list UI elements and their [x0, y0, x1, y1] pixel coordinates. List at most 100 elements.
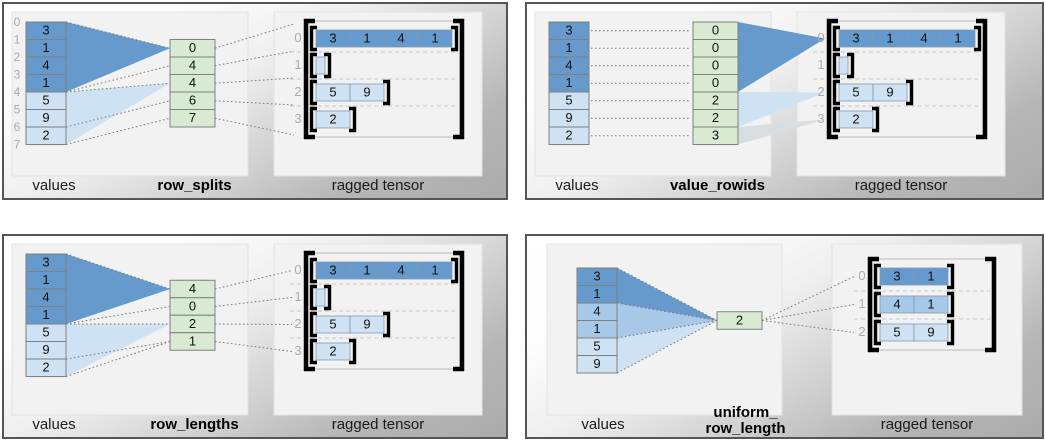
ragged-caption: ragged tensor [332, 416, 425, 433]
ragged-cell-label: 3 [329, 30, 336, 45]
row-bracket-close [451, 25, 459, 52]
encoding-cell-label: 1 [189, 333, 196, 348]
values-caption: values [581, 416, 624, 433]
ragged-cell-label: 4 [397, 262, 404, 277]
values-cell-label: 5 [42, 325, 49, 340]
ragged-cell-label: 1 [927, 296, 934, 311]
outer-bracket [985, 256, 997, 353]
values-index-label: 3 [14, 68, 21, 82]
outer-bracket [453, 250, 465, 372]
ragged-cell [838, 110, 874, 129]
row-bracket-close [349, 106, 357, 133]
ragged-cell-label: 5 [329, 84, 336, 99]
ragged-caption: ragged tensor [855, 177, 948, 194]
ragged-cell [315, 110, 351, 129]
outer-bracket [976, 18, 988, 140]
ragged-row-index: 2 [858, 324, 865, 339]
ragged-row-index: 0 [858, 268, 865, 283]
dotted-connectors [616, 267, 855, 374]
values-cell-label: 5 [565, 93, 572, 108]
outer-bracket [867, 256, 879, 353]
values-index-label: 6 [14, 120, 21, 134]
outer-bracket [303, 18, 315, 140]
row-bracket-close [451, 257, 459, 284]
encoding-cell-label: 0 [712, 75, 719, 90]
dotted-connectors [65, 253, 293, 377]
encoding-column-uniform-row-length: 2 [716, 311, 763, 330]
row-bracket-open [832, 25, 840, 52]
row-bracket-open [309, 338, 317, 365]
encoding-cell-label: 4 [189, 281, 196, 296]
ragged-cell-label: 4 [397, 30, 404, 45]
ragged-cell [349, 315, 385, 334]
ragged-row-index: 1 [294, 289, 301, 304]
values-cell-label: 1 [42, 307, 49, 322]
ragged-row-index: 0 [294, 30, 301, 45]
values-cell-label: 9 [593, 356, 600, 371]
ragged-cell-label: 9 [363, 316, 370, 331]
ragged-cell-label: 9 [363, 84, 370, 99]
row-bracket-close [974, 25, 982, 52]
ragged-empty-row-marker [315, 288, 326, 307]
ragged-cell-label: 5 [852, 84, 859, 99]
ragged-cell [417, 29, 453, 48]
ragged-cell-label: 4 [920, 30, 927, 45]
row-bracket-close [872, 106, 880, 133]
row-bracket-close [947, 263, 955, 290]
ragged-empty-row-marker [838, 56, 849, 75]
ragged-cell-label: 1 [431, 30, 438, 45]
row-bracket-close [383, 311, 391, 338]
ragged-cell [913, 295, 949, 314]
ragged-row-index: 1 [294, 57, 301, 72]
ragged-cell-label: 1 [927, 268, 934, 283]
values-index-label: 5 [14, 103, 21, 117]
ragged-row-index: 2 [817, 84, 824, 99]
values-index-label: 2 [14, 50, 21, 64]
ragged-row-index: 3 [294, 111, 301, 126]
row-bracket-close [324, 52, 332, 79]
ragged-cell-label: 1 [954, 30, 961, 45]
ragged-cell-label: 1 [363, 262, 370, 277]
row-bracket-open [309, 106, 317, 133]
value-grouping-fan [738, 22, 825, 145]
ragged-cell-label: 4 [893, 296, 900, 311]
values-caption: values [32, 416, 75, 433]
ragged-cell-label: 3 [852, 30, 859, 45]
values-cell-label: 5 [593, 339, 600, 354]
row-bracket-open [309, 311, 317, 338]
row-bracket-close [947, 291, 955, 318]
encoding-caption: value_rowids [670, 177, 765, 194]
encoding-caption-line1: uniform_ [713, 404, 778, 421]
dotted-connectors [65, 21, 295, 145]
values-cell-label: 9 [565, 110, 572, 125]
ragged-row-index: 0 [294, 262, 301, 277]
row-bracket-open [309, 79, 317, 106]
values-cell-label: 1 [42, 272, 49, 287]
encoding-cell-label: 4 [189, 58, 196, 73]
ragged-cell-label: 2 [852, 111, 859, 126]
row-bracket-open [832, 79, 840, 106]
encoding-cell-label: 0 [712, 23, 719, 38]
ragged-cell-label: 3 [893, 268, 900, 283]
values-cell-label: 9 [42, 342, 49, 357]
ragged-caption: ragged tensor [332, 177, 425, 194]
values-caption: values [32, 177, 75, 194]
values-cell-label: 1 [565, 40, 572, 55]
row-bracket-open [309, 25, 317, 52]
ragged-cell [940, 29, 976, 48]
encoding-caption: row_splits [157, 177, 231, 194]
encoding-cell-label: 4 [189, 75, 196, 90]
outer-bracket [303, 250, 315, 372]
values-cell-label: 1 [42, 75, 49, 90]
